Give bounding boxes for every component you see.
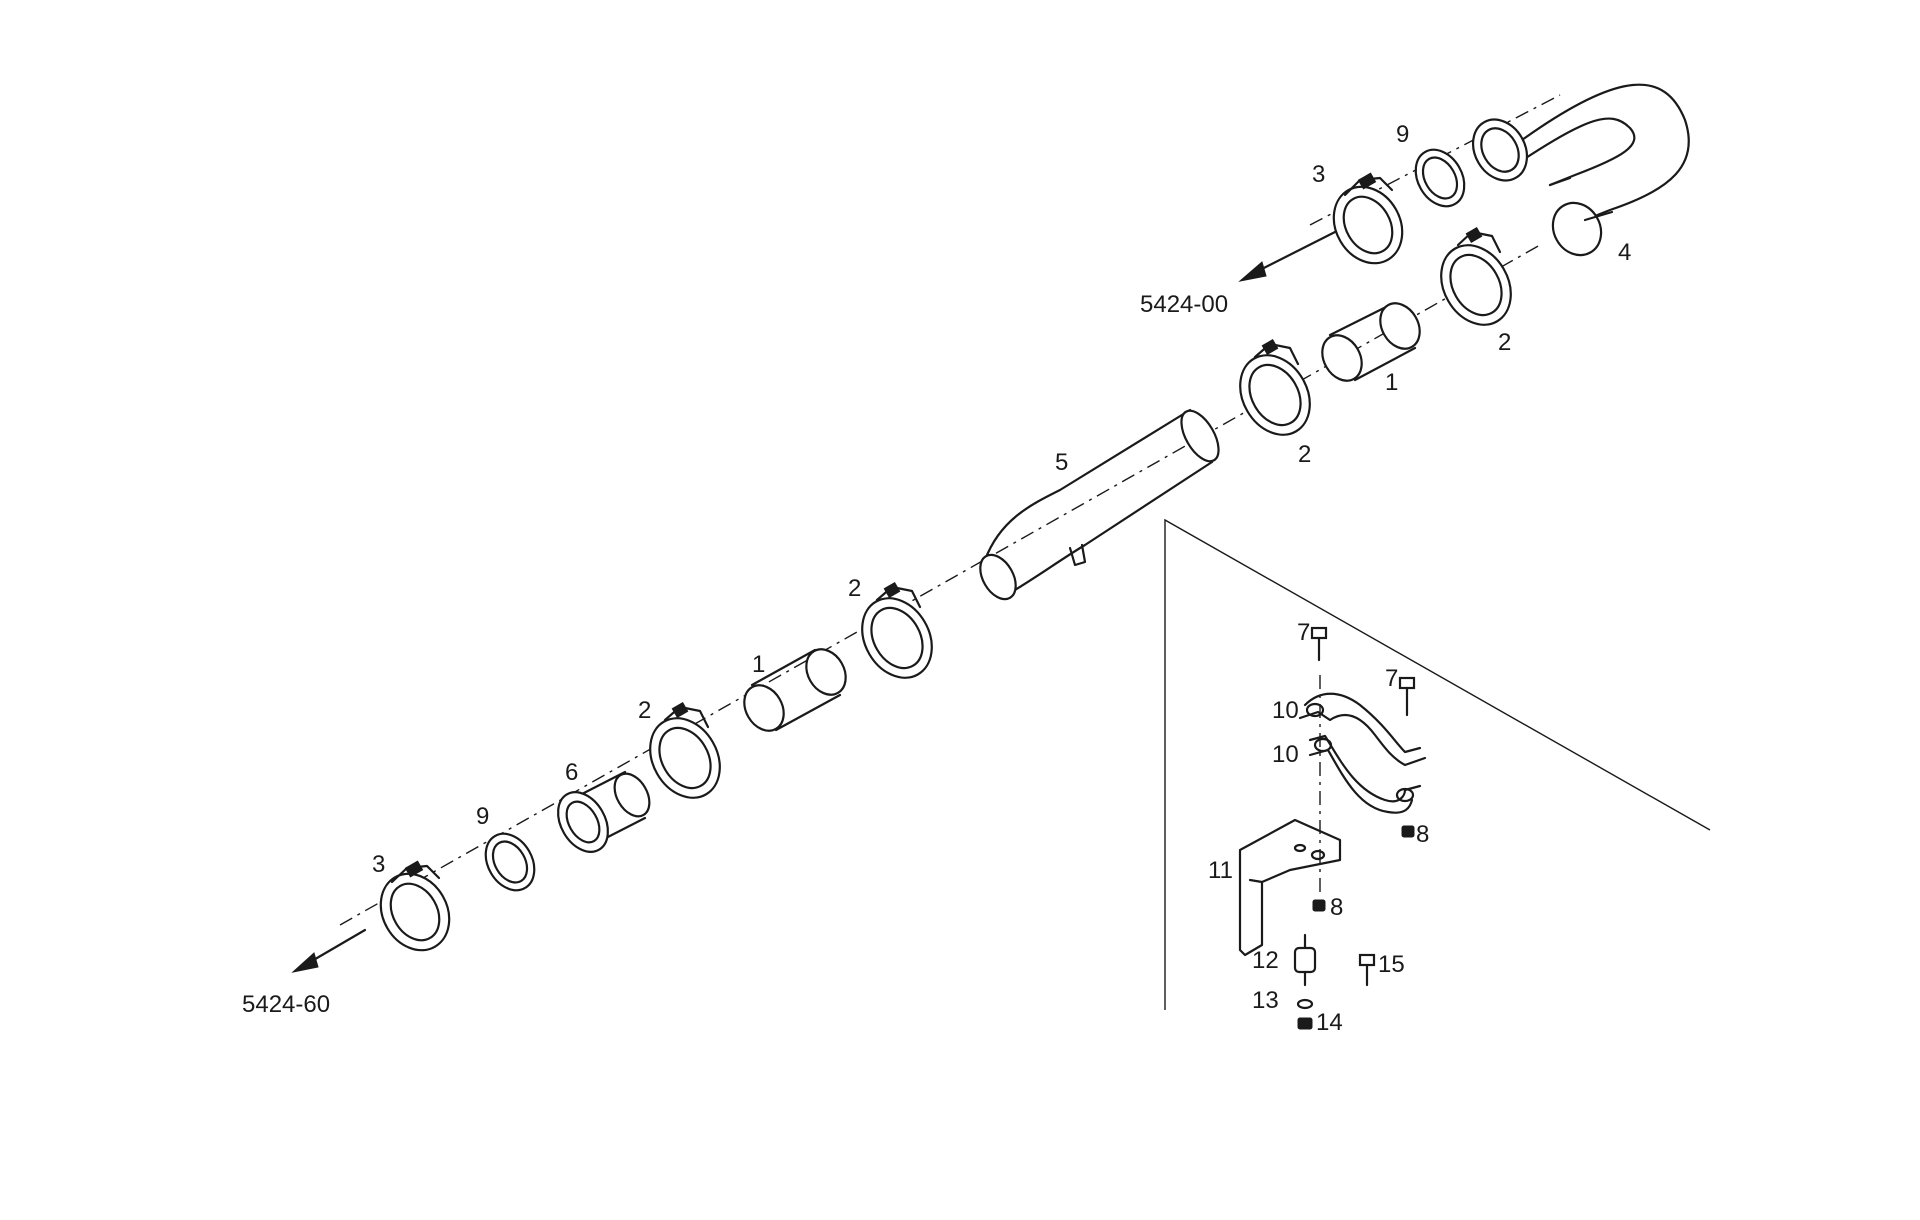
hose-clamp-2b xyxy=(1239,338,1311,436)
flanged-tube xyxy=(557,770,651,853)
gasket-ring-upper xyxy=(1414,148,1466,208)
callout-1b: 1 xyxy=(752,651,765,678)
washer-13 xyxy=(1296,998,1314,1010)
upper-reference-arrow xyxy=(1238,230,1337,282)
pipe-support-strap-lower xyxy=(1308,734,1422,814)
rubber-sleeve-upper xyxy=(1321,302,1421,382)
callout-7a: 7 xyxy=(1297,619,1310,646)
rubber-sleeve-lower xyxy=(743,648,847,732)
bolt-15 xyxy=(1358,953,1376,987)
callout-10b: 10 xyxy=(1272,741,1299,768)
nut-14 xyxy=(1297,1017,1313,1030)
callout-7b: 7 xyxy=(1385,665,1398,692)
callout-8b: 8 xyxy=(1330,894,1343,921)
callout-11: 11 xyxy=(1208,857,1233,884)
callout-13: 13 xyxy=(1252,987,1279,1014)
callout-12: 12 xyxy=(1252,947,1279,974)
callout-2c: 2 xyxy=(848,575,861,602)
hose-clamp-2d xyxy=(649,701,721,799)
lower-reference-arrow xyxy=(291,928,367,973)
nut-8b xyxy=(1312,899,1326,912)
upper-reference-label: 5424-00 xyxy=(1140,291,1228,318)
callout-15: 15 xyxy=(1378,951,1405,978)
callout-1a: 1 xyxy=(1385,369,1398,396)
pipe-support-strap-upper xyxy=(1298,692,1427,767)
lower-reference-label: 5424-60 xyxy=(242,991,330,1018)
v-band-clamp-upper xyxy=(1332,172,1404,265)
hose-clamp-2c xyxy=(861,581,933,679)
mounting-bracket xyxy=(1238,818,1342,957)
callout-3b: 3 xyxy=(372,851,385,878)
callout-2d: 2 xyxy=(638,697,651,724)
callout-10a: 10 xyxy=(1272,697,1299,724)
callout-2b: 2 xyxy=(1298,441,1311,468)
callout-14: 14 xyxy=(1316,1009,1343,1036)
callout-labels: 1 1 2 2 2 2 3 3 4 5 6 7 7 8 8 9 9 10 10 … xyxy=(372,121,1631,1036)
callout-2a: 2 xyxy=(1498,329,1511,356)
u-bend-pipe xyxy=(1498,83,1690,257)
detail-frame xyxy=(1164,518,1711,1010)
main-pipe xyxy=(979,408,1220,601)
u-bend-flange xyxy=(1471,118,1529,182)
rubber-mount xyxy=(1293,933,1317,987)
v-band-clamp-lower xyxy=(379,860,451,952)
callout-3a: 3 xyxy=(1312,161,1325,188)
screw-7b xyxy=(1398,676,1416,717)
hose-clamp-2a xyxy=(1440,226,1512,326)
callout-4: 4 xyxy=(1618,239,1631,266)
callout-9b: 9 xyxy=(476,803,489,830)
screw-7a xyxy=(1310,626,1328,662)
gasket-ring-lower xyxy=(484,832,536,892)
callout-9a: 9 xyxy=(1396,121,1409,148)
nut-8a xyxy=(1401,825,1415,838)
callout-5: 5 xyxy=(1055,449,1068,476)
reference-labels: 5424-00 5424-60 xyxy=(242,291,1228,1018)
callout-6: 6 xyxy=(565,759,578,786)
callout-8a: 8 xyxy=(1416,821,1429,848)
